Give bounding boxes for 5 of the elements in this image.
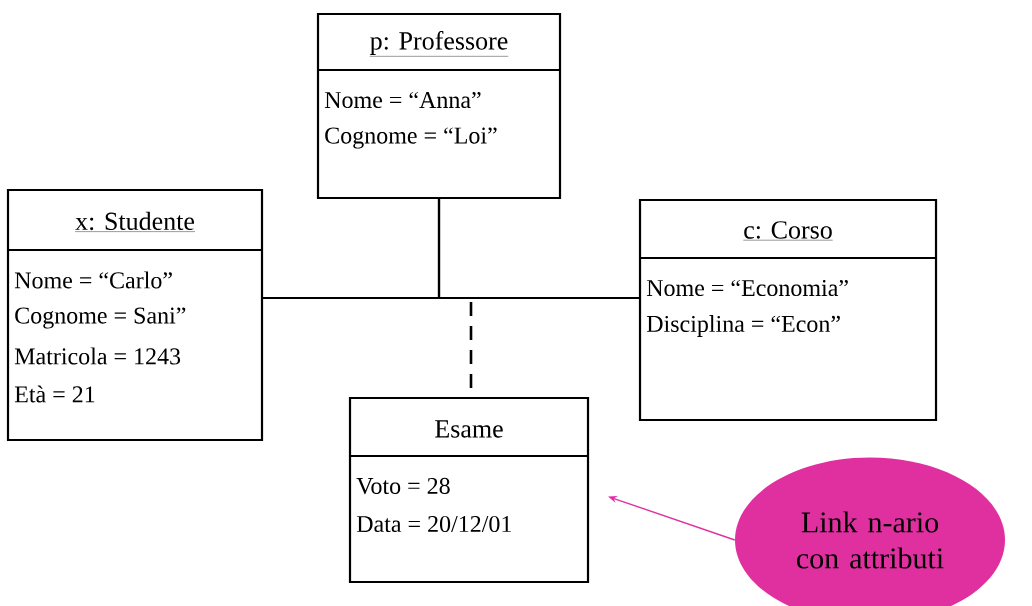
link-line [437, 199, 639, 300]
object-box: c: Corso Nome = “Economia” Disciplina = “Econ” [638, 198, 938, 422]
link-attribute-box: Esame Voto = 28 Data = 20/12/01 [348, 396, 590, 584]
object-box: x: Studente Nome = “Carlo” Cognome = Sani” Matricola = 1243 Età = 21 [6, 188, 264, 442]
object-box: p: Professore Nome = “Anna” Cognome = “Loi” [316, 12, 562, 200]
